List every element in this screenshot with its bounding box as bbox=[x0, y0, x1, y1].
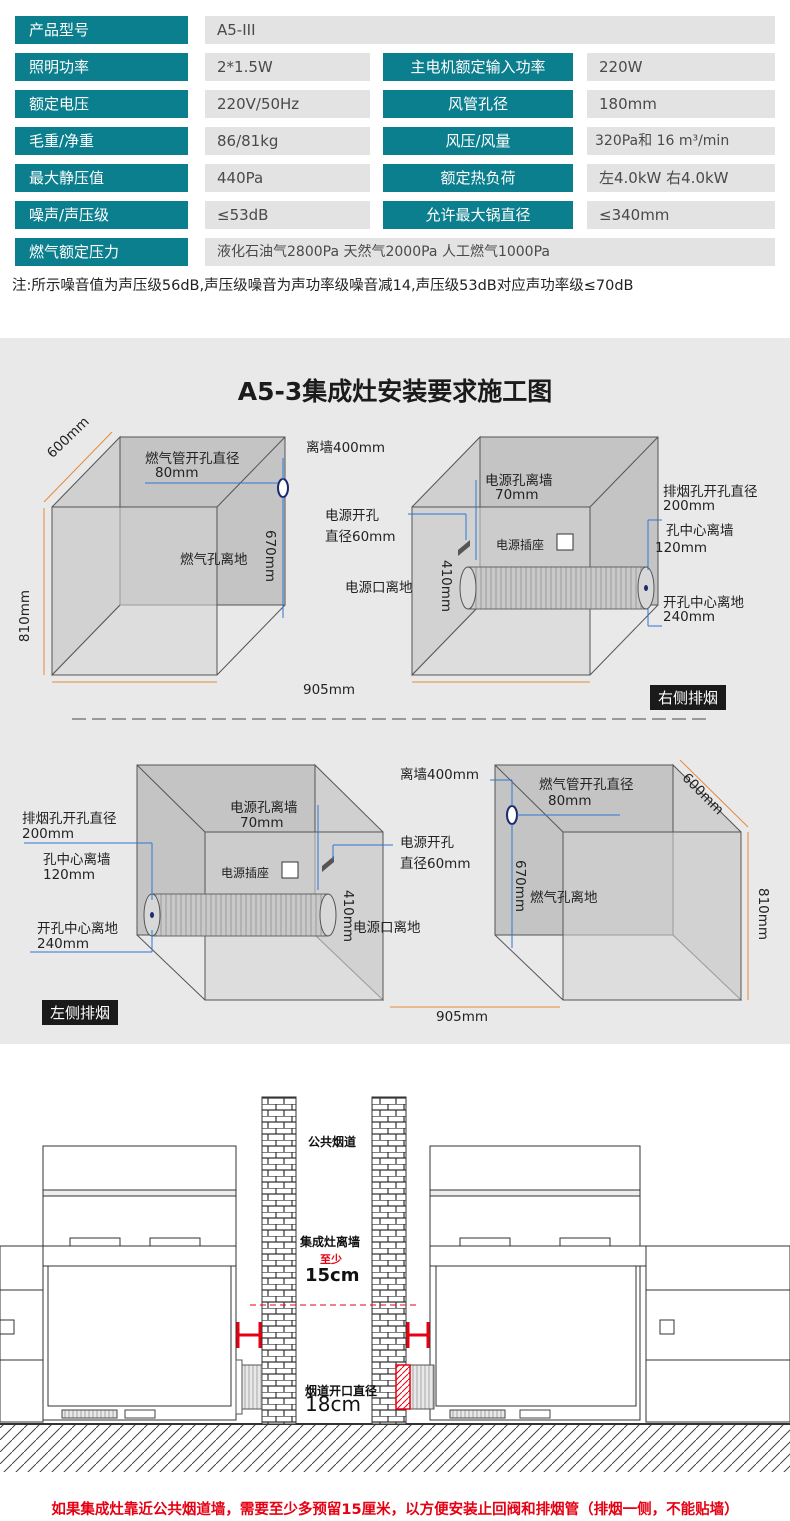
spec-label-noise: 噪声/声压级 bbox=[15, 201, 188, 229]
d3-power-floor: 电源口离地 bbox=[353, 920, 421, 936]
d4-height: 810mm bbox=[755, 888, 771, 941]
spec-value-light: 2*1.5W bbox=[205, 53, 370, 81]
spec-label-weight: 毛重/净重 bbox=[15, 127, 188, 155]
spec-label-motor: 主电机额定输入功率 bbox=[383, 53, 573, 81]
min-label: 至少 bbox=[320, 1253, 342, 1266]
spec-value-motor: 220W bbox=[587, 53, 775, 81]
d1-wall-distance: 离墙400mm bbox=[306, 440, 386, 456]
spec-label-light: 照明功率 bbox=[15, 53, 188, 81]
d2-socket-label: 电源插座 bbox=[496, 538, 545, 552]
d2-power-wall-value: 70mm bbox=[495, 487, 539, 503]
install-title: A5-3集成灶安装要求施工图 bbox=[237, 377, 553, 406]
d2-center-wall-value: 120mm bbox=[655, 540, 708, 556]
spec-value-airflow: 320Pa和 16 m³/min bbox=[587, 127, 775, 155]
cube-diagram-3 bbox=[24, 763, 560, 1008]
d3-power-hole-value: 直径60mm bbox=[400, 856, 471, 872]
spec-value-duct: 180mm bbox=[587, 90, 775, 118]
d1-height: 810mm bbox=[17, 590, 33, 643]
spec-value-noise: ≤53dB bbox=[205, 201, 370, 229]
spec-value-weight: 86/81kg bbox=[205, 127, 370, 155]
d1-gas-floor: 燃气孔离地 bbox=[180, 552, 248, 568]
spec-value-static: 440Pa bbox=[205, 164, 370, 192]
spec-label-model: 产品型号 bbox=[15, 16, 188, 44]
d3-center-floor-value: 240mm bbox=[37, 936, 90, 952]
spec-value-pot: ≤340mm bbox=[587, 201, 775, 229]
left-exhaust-tag: 左侧排烟 bbox=[42, 1000, 119, 1025]
d3-center-floor-label: 开孔中心离地 bbox=[37, 921, 118, 937]
d3-exhaust-value: 200mm bbox=[22, 826, 75, 842]
d2-center-wall-label: 孔中心离墙 bbox=[666, 523, 734, 539]
d3-center-wall-label: 孔中心离墙 bbox=[43, 852, 111, 868]
public-flue-label: 公共烟道 bbox=[308, 1135, 357, 1149]
opening-value: 18cm bbox=[305, 1392, 361, 1416]
d3-socket-label: 电源插座 bbox=[221, 866, 270, 880]
d4-wall-distance: 离墙400mm bbox=[400, 767, 480, 783]
d2-center-floor-value: 240mm bbox=[663, 609, 716, 625]
spec-label-airflow: 风压/风量 bbox=[383, 127, 573, 155]
d4-gas-hole-label: 燃气管开孔直径 bbox=[539, 777, 634, 793]
d2-height-410: 410mm bbox=[438, 560, 454, 613]
cube-diagram-1 bbox=[43, 431, 289, 683]
spec-label-gas-pressure: 燃气额定压力 bbox=[15, 238, 188, 266]
d3-power-wall-label: 电源孔离墙 bbox=[230, 800, 298, 816]
spec-table: 产品型号 A5-III 照明功率 2*1.5W 主电机额定输入功率 220W 额… bbox=[0, 0, 790, 300]
cube-diagram-4 bbox=[490, 759, 749, 1002]
wall-distance-label: 集成灶离墙 bbox=[300, 1235, 361, 1249]
spec-value-gas-pressure: 液化石油气2800Pa 天然气2000Pa 人工燃气1000Pa bbox=[205, 238, 775, 266]
d3-exhaust-label: 排烟孔开孔直径 bbox=[22, 811, 117, 827]
min-value: 15cm bbox=[305, 1265, 360, 1286]
d2-exhaust-value: 200mm bbox=[663, 498, 716, 514]
cube-diagram-2 bbox=[408, 435, 662, 683]
d2-width: 905mm bbox=[303, 682, 356, 698]
d2-exhaust-label: 排烟孔开孔直径 bbox=[663, 484, 758, 500]
d2-power-hole-label: 电源开孔 bbox=[325, 508, 379, 524]
d2-center-floor-label: 开孔中心离地 bbox=[663, 595, 744, 611]
spec-value-model: A5-III bbox=[205, 16, 775, 44]
d1-gas-hole-value: 80mm bbox=[155, 465, 199, 481]
d2-power-floor: 电源口离地 bbox=[345, 580, 413, 596]
spec-value-voltage: 220V/50Hz bbox=[205, 90, 370, 118]
d3-power-wall-value: 70mm bbox=[240, 815, 284, 831]
flue-section bbox=[0, 1096, 790, 1472]
d4-gas-hole-value: 80mm bbox=[548, 793, 592, 809]
d4-width: 905mm bbox=[436, 1009, 489, 1025]
d4-height-670: 670mm bbox=[512, 860, 528, 913]
spec-label-voltage: 额定电压 bbox=[15, 90, 188, 118]
d1-gas-hole-label: 燃气管开孔直径 bbox=[145, 451, 240, 467]
spec-note: 注:所示噪音值为声压级56dB,声压级噪音为声功率级噪音减14,声压级53dB对… bbox=[12, 278, 634, 294]
spec-value-heat: 左4.0kW 右4.0kW bbox=[587, 164, 775, 192]
d2-power-wall-label: 电源孔离墙 bbox=[485, 473, 553, 489]
spec-label-duct: 风管孔径 bbox=[383, 90, 573, 118]
warning-text: 如果集成灶靠近公共烟道墙，需要至少多预留15厘米，以方便安装止回阀和排烟管（排烟… bbox=[51, 1502, 739, 1518]
spec-label-static: 最大静压值 bbox=[15, 164, 188, 192]
d4-gas-floor: 燃气孔离地 bbox=[530, 890, 598, 906]
opening-label: 烟道开口直径 bbox=[305, 1384, 378, 1398]
right-exhaust-tag: 右侧排烟 bbox=[650, 685, 727, 710]
spec-label-heat: 额定热负荷 bbox=[383, 164, 573, 192]
d3-height-410: 410mm bbox=[340, 890, 356, 943]
d3-center-wall-value: 120mm bbox=[43, 867, 96, 883]
spec-label-pot: 允许最大锅直径 bbox=[383, 201, 573, 229]
d2-power-hole-value: 直径60mm bbox=[325, 529, 396, 545]
d1-height-670: 670mm bbox=[262, 530, 278, 583]
d3-power-hole-label: 电源开孔 bbox=[400, 835, 454, 851]
